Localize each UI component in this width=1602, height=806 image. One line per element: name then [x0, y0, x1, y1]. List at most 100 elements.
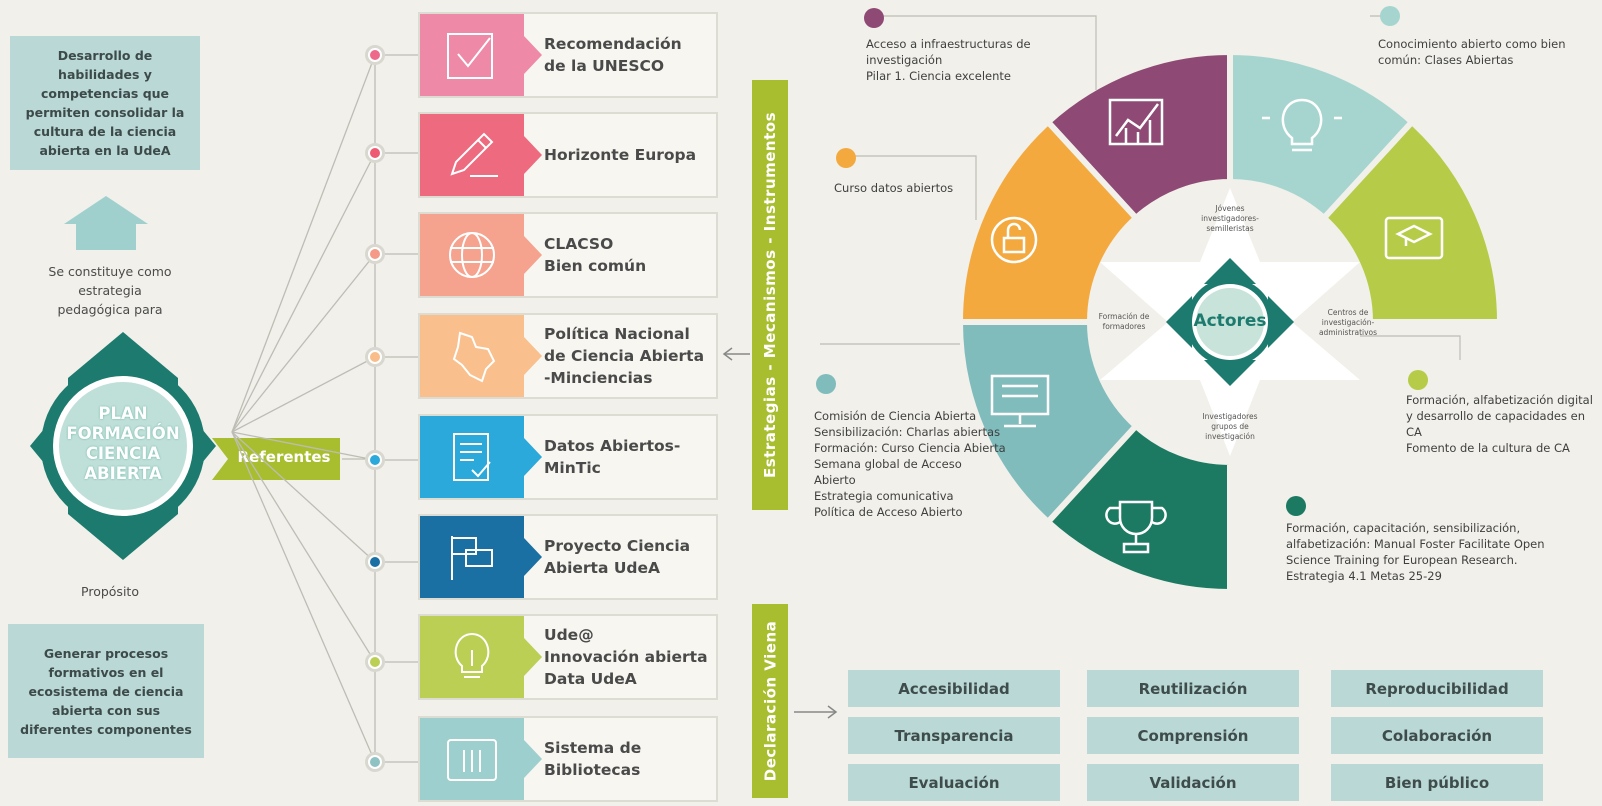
annotation-commission: Comisión de Ciencia Abierta Sensibilizac… [814, 409, 1006, 519]
segment-open-data [956, 117, 1141, 325]
document-check-icon [453, 433, 491, 481]
card-unesco: Recomendación de la UNESCO [418, 12, 718, 98]
annotation-dot [864, 8, 884, 28]
actors-wheel [956, 48, 1504, 596]
principle-accesibilidad: Accesibilidad [848, 670, 1060, 707]
lightbulb-segment-icon [1262, 98, 1342, 152]
annotation-digital-training: Formación, alfabetización digital y desa… [1406, 393, 1593, 455]
card-arrow [524, 438, 542, 476]
chart-growth-icon [1108, 98, 1164, 146]
library-icon [447, 739, 497, 781]
annotation-knowledge: Conocimiento abierto como bien común: Cl… [1378, 37, 1566, 67]
arrow-right-icon [794, 705, 838, 719]
strategies-band-text: Estrategias - Mecanismos - Instrumentos [761, 111, 779, 479]
referentes-tag-shape [212, 438, 340, 480]
card-arrow [524, 136, 542, 174]
card-icon-box [420, 315, 524, 397]
card-label: Datos Abiertos- MinTic [544, 437, 681, 477]
connector-dot [365, 552, 385, 572]
connector-dot [365, 347, 385, 367]
inner-right-label: Centros de investigación-administrativos [1318, 308, 1378, 337]
card-arrow [524, 538, 542, 576]
card-clacso: CLACSO Bien común [418, 212, 718, 298]
declaration-band: Declaración Viena [752, 604, 788, 798]
connector-dot [365, 450, 385, 470]
declaration-band-text: Declaración Viena [761, 620, 779, 782]
annotation-manual: Formación, capacitación, sensibilización… [1286, 521, 1545, 583]
inner-bottom-label: Investigadores grupos de investigación [1202, 412, 1258, 441]
principle-bien-publico: Bien público [1331, 764, 1543, 801]
connector-dot [365, 652, 385, 672]
constituye-text: Se constituye como estrategia pedagógica… [48, 264, 172, 317]
annotation-dot [836, 148, 856, 168]
connector-dot-fill [370, 455, 380, 465]
actors-center-label: Actores [1193, 311, 1267, 331]
card-label: Política Nacional de Ciencia Abierta -Mi… [544, 325, 705, 387]
card-label: Sistema de Bibliotecas [544, 739, 642, 779]
plan-circle-graphic [30, 332, 216, 560]
annotation-open-data-course: Curso datos abiertos [834, 181, 954, 195]
connector-dot [365, 143, 385, 163]
connector-dot-fill [370, 657, 380, 667]
principle-reutilizacion: Reutilización [1087, 670, 1299, 707]
arrow-left-icon [722, 347, 750, 361]
principle-transparencia: Transparencia [848, 717, 1060, 754]
principle-validacion: Validación [1087, 764, 1299, 801]
card-arrow [524, 740, 542, 778]
connector-dot-fill [370, 757, 380, 767]
pencil-icon [450, 132, 498, 177]
annotation-dot [816, 374, 836, 394]
annotation-dot [1408, 370, 1428, 390]
proposito-label: Propósito [81, 584, 139, 599]
card-icon-box [420, 14, 524, 96]
connector-dot-fill [370, 249, 380, 259]
connector-lines [231, 54, 418, 763]
purpose-top-box: Desarrollo de habilidades y competencias… [10, 36, 200, 170]
card-arrow [524, 236, 542, 274]
map-icon [452, 331, 496, 383]
plan-line-4: ABIERTA [84, 464, 162, 483]
flag-icon [451, 536, 493, 580]
annotation-infrastructure: Acceso a infraestructuras de investigaci… [866, 37, 1031, 83]
inner-left-label: Formación de formadores [1098, 312, 1150, 331]
checkbox-icon [447, 33, 493, 79]
computer-icon [990, 374, 1050, 428]
card-udea-innovacion: Ude@ Innovación abierta Data UdeA [418, 614, 718, 700]
card-icon-box [420, 516, 524, 598]
strategies-band: Estrategias - Mecanismos - Instrumentos [752, 80, 788, 510]
card-label: Proyecto Ciencia Abierta UdeA [544, 537, 691, 577]
plan-title: PLAN FORMACIÓN CIENCIA ABIERTA [58, 404, 188, 484]
purpose-bottom-text: Generar procesos formativos en el ecosis… [20, 645, 192, 737]
card-arrow [524, 337, 542, 375]
segment-manual [1043, 421, 1233, 596]
card-politica-nacional: Política Nacional de Ciencia Abierta -Mi… [418, 313, 718, 399]
card-label: Recomendación de la UNESCO [544, 35, 682, 75]
card-proyecto-ciencia-abierta: Proyecto Ciencia Abierta UdeA [418, 514, 718, 600]
lightbulb-icon [454, 632, 490, 678]
online-class-icon [1384, 216, 1444, 260]
card-icon-box [420, 416, 524, 498]
purpose-bottom-box: Generar procesos formativos en el ecosis… [8, 624, 204, 758]
connector-dot-fill [370, 557, 380, 567]
principle-reproducibilidad: Reproducibilidad [1331, 670, 1543, 707]
card-label: Horizonte Europa [544, 146, 697, 164]
principle-comprension: Comprensión [1087, 717, 1299, 754]
connector-dot [365, 45, 385, 65]
card-datos-abiertos: Datos Abiertos- MinTic [418, 414, 718, 500]
card-horizonte-europa: Horizonte Europa [418, 112, 718, 198]
lock-icon [990, 216, 1038, 264]
connector-dot [365, 752, 385, 772]
card-icon-box [420, 114, 524, 196]
card-arrow [524, 36, 542, 74]
plan-line-2: FORMACIÓN [66, 424, 180, 443]
annotation-dot [1380, 6, 1400, 26]
connector-dot [365, 244, 385, 264]
inner-top-label: Jóvenes investigadores-semilleristas [1201, 204, 1259, 233]
plan-line-1: PLAN [98, 404, 148, 423]
purpose-top-text: Desarrollo de habilidades y competencias… [25, 48, 185, 158]
principle-evaluacion: Evaluación [848, 764, 1060, 801]
referentes-label: Referentes [237, 448, 331, 466]
card-label: CLACSO Bien común [544, 235, 647, 275]
segment-training [1319, 117, 1504, 325]
trophy-icon [1105, 500, 1167, 554]
